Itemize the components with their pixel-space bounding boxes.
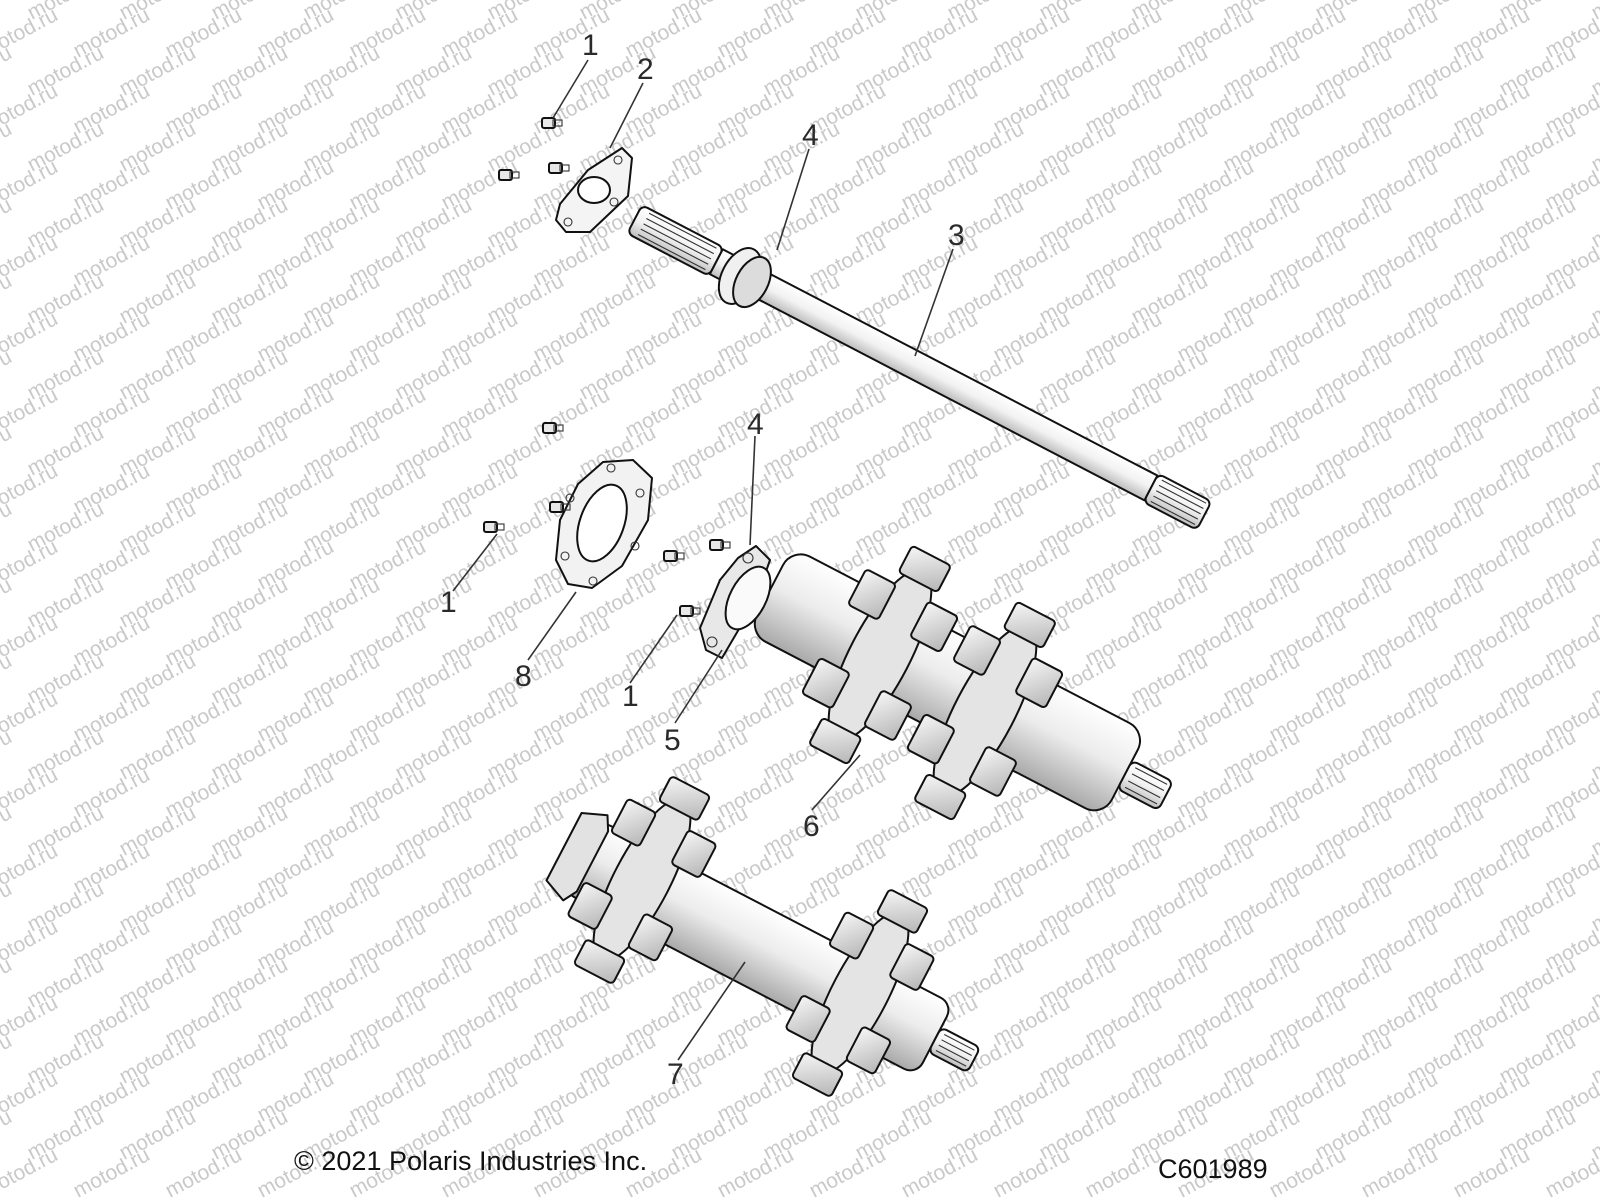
watermark-text: motod.ru (0, 953, 16, 1012)
watermark-text: motod.ru (0, 193, 16, 252)
watermark-text: motod.ru (70, 1143, 154, 1200)
watermark-text: motod.ru (0, 41, 16, 100)
callout-7: 7 (667, 1058, 684, 1091)
figure-code: C601989 (1158, 1154, 1268, 1184)
gasket-plate-8 (555, 459, 653, 589)
watermark-text: motod.ru (0, 269, 16, 328)
leader-lines (452, 59, 954, 1061)
callout-3: 3 (948, 219, 965, 252)
drive-axle-assembly-7 (545, 776, 980, 1097)
watermark-text: motod.ru (0, 0, 16, 24)
drive-shaft-3 (628, 206, 1211, 529)
watermark-text: motod.ru (1358, 1143, 1442, 1200)
callouts: 1 2 4 3 4 1 8 1 5 6 7 (440, 29, 965, 1091)
watermark-text: motod.ru (990, 1143, 1074, 1200)
flange-plate-2 (555, 147, 633, 233)
watermark-text: motod.ru (0, 573, 16, 632)
callout-1-top: 1 (582, 29, 599, 62)
bolt-group-middle (483, 422, 731, 617)
watermark-text: motod.ru (0, 801, 16, 860)
watermark-text: motod.ru (0, 497, 16, 556)
callout-4-middle: 4 (747, 408, 764, 441)
bolt-group-top (498, 117, 570, 181)
watermark-text: motod.ru (898, 1143, 982, 1200)
watermark-text: motod.ru (0, 117, 16, 176)
callout-1-middle: 1 (622, 680, 639, 713)
watermark-text: motod.ru (0, 345, 16, 404)
watermark-text: motod.ru (0, 649, 16, 708)
callout-1-left: 1 (440, 586, 457, 619)
watermark-text: motod.ru (0, 421, 16, 480)
callout-4-top: 4 (802, 119, 819, 152)
watermark-text: motod.ru (0, 877, 16, 936)
watermark-text: motod.ru (0, 1105, 16, 1164)
drive-sprocket-assembly-6 (753, 545, 1172, 821)
watermark-text: motod.ru (1450, 1143, 1534, 1200)
copyright-notice: © 2021 Polaris Industries Inc. (294, 1146, 648, 1176)
callout-2: 2 (637, 53, 654, 86)
callout-8: 8 (515, 660, 532, 693)
bearing-flange-5 (699, 545, 772, 659)
watermark-text: motod.ru (0, 725, 16, 784)
watermark-text: motod.ru (162, 1143, 246, 1200)
callout-6: 6 (803, 810, 820, 843)
bearing-collar-4 (717, 247, 772, 309)
watermark-text: motod.ru (806, 1143, 890, 1200)
watermark-text: motod.ru (1082, 1143, 1166, 1200)
callout-5: 5 (664, 724, 681, 757)
watermark-text: motod.ru (714, 1143, 798, 1200)
watermark-text: motod.ru (0, 1029, 16, 1088)
watermark-text: motod.ru (1266, 1143, 1350, 1200)
